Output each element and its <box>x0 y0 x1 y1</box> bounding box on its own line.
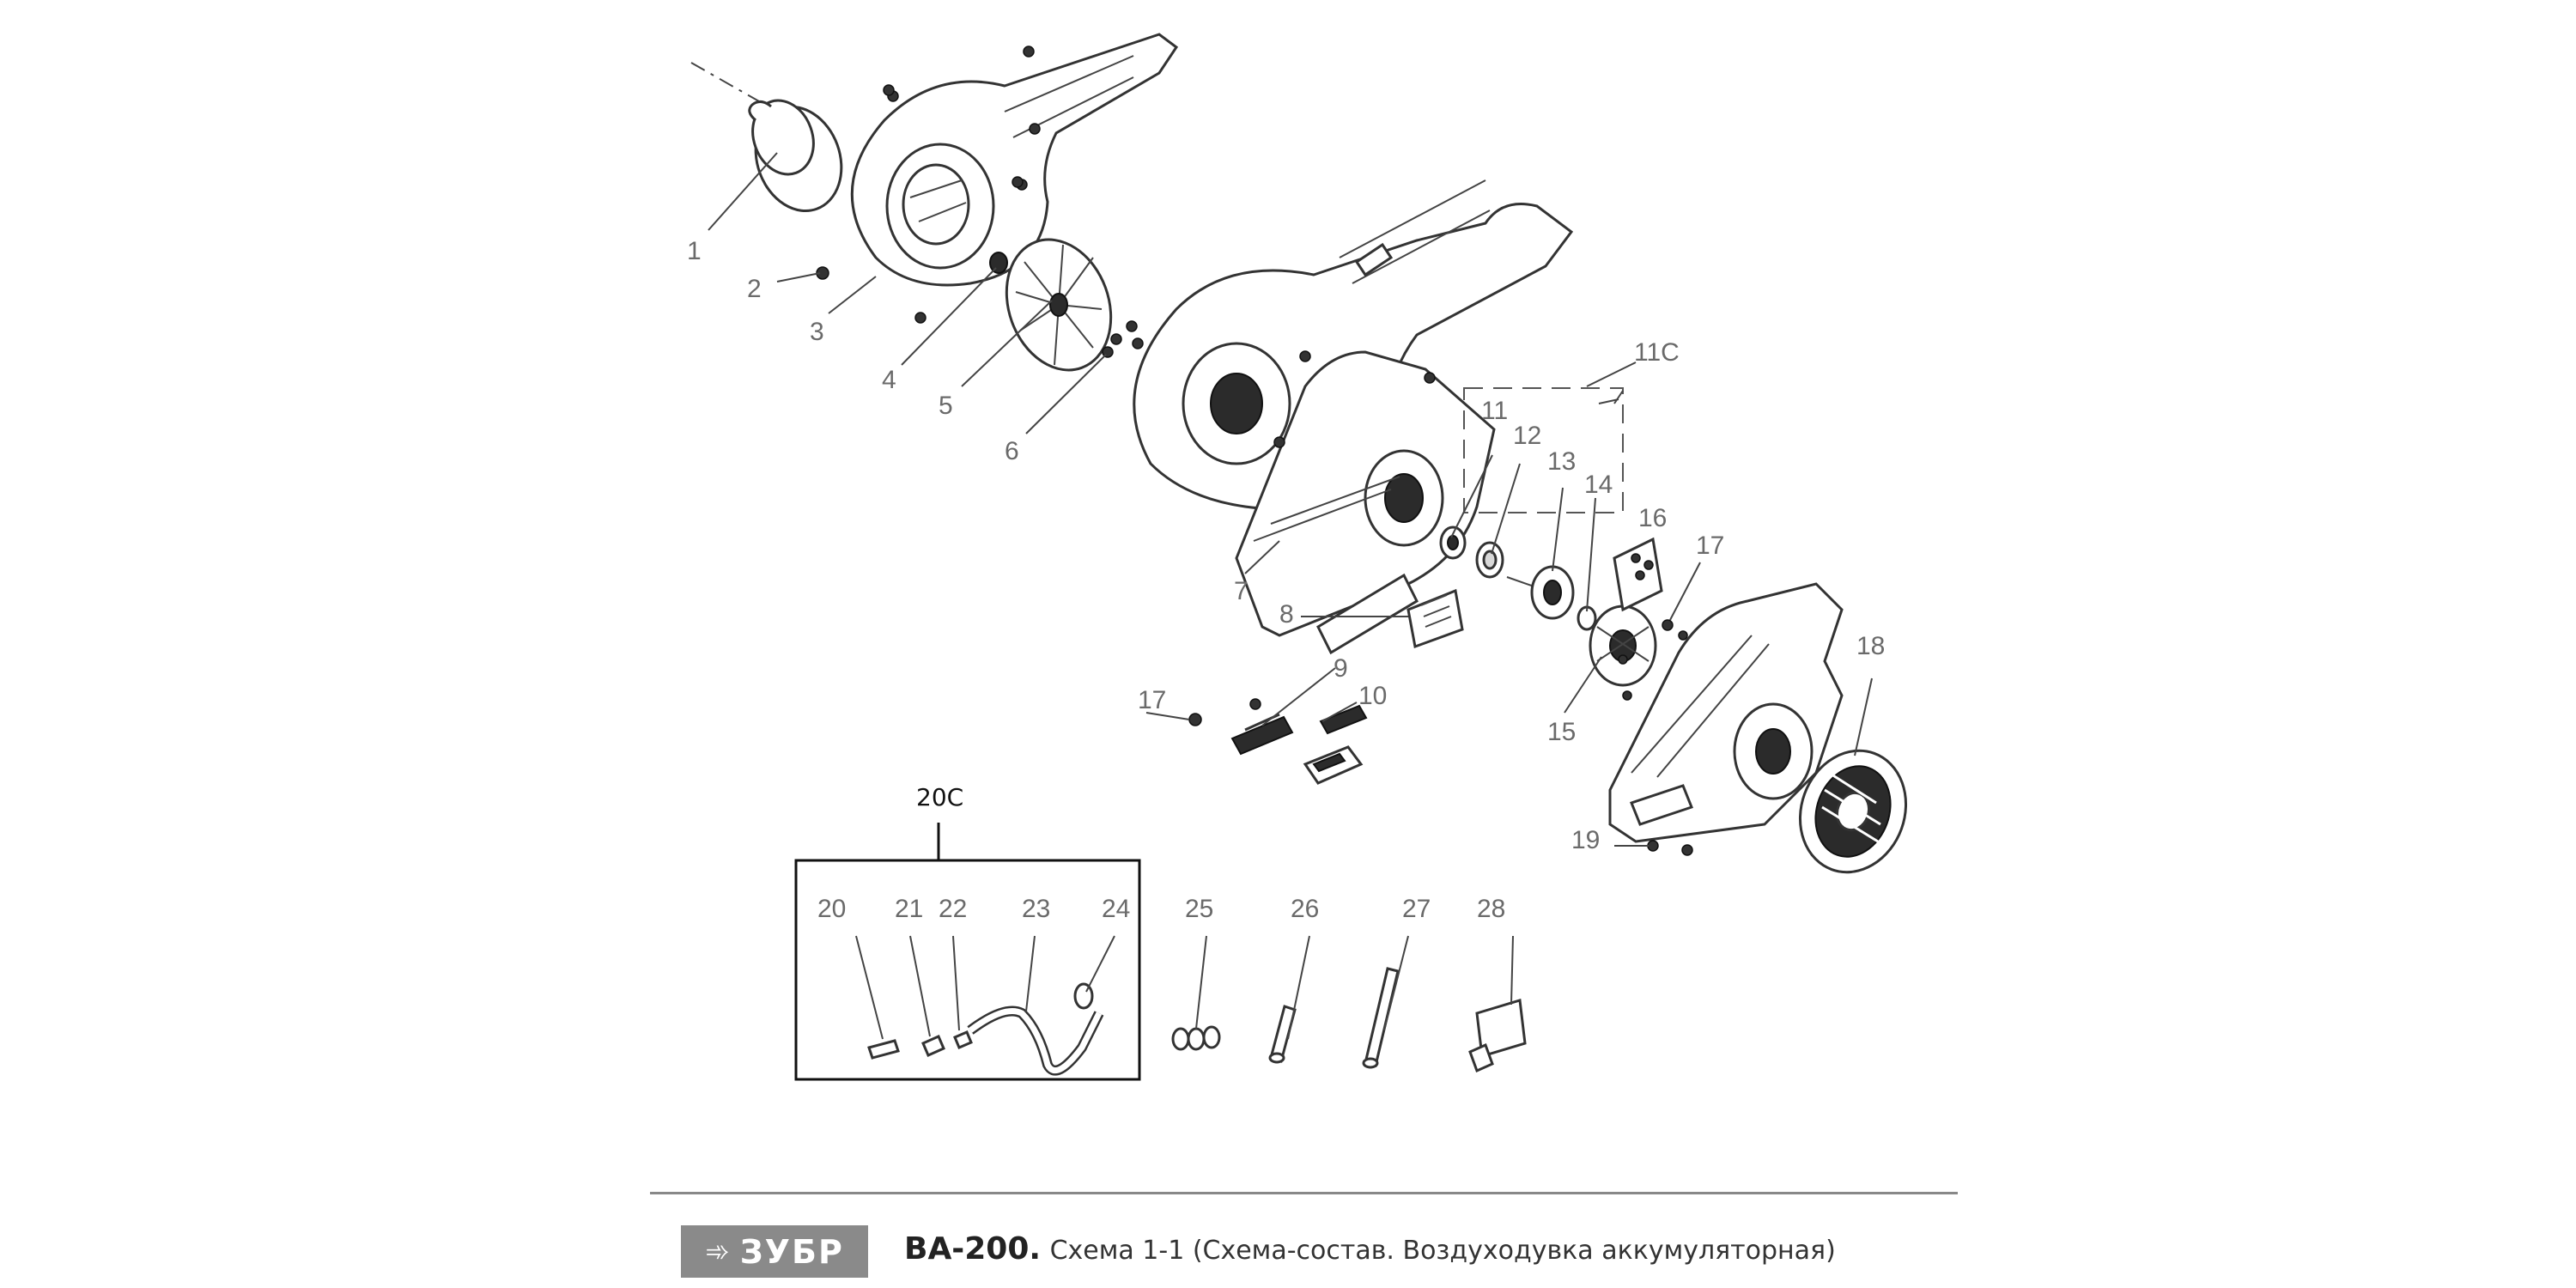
part-17-screw-left <box>1188 713 1202 726</box>
diagram-description: Схема 1-1 (Схема-состав. Воздуходувка ак… <box>1049 1236 1836 1266</box>
part-7-motor-frame <box>1235 350 1496 637</box>
callout-20c: 20C <box>916 783 963 811</box>
callout-19: 19 <box>1571 826 1600 854</box>
callout-25: 25 <box>1185 895 1213 923</box>
callout-13: 13 <box>1547 447 1576 476</box>
part-18-end-cap <box>1798 749 1908 874</box>
group-11c-dashed-box <box>1463 387 1624 513</box>
part-11-bearing <box>1439 526 1467 560</box>
part-19-screws <box>1647 840 1693 856</box>
part-21-connector <box>921 1035 945 1057</box>
callout-26: 26 <box>1291 895 1319 923</box>
callout-11c: 11C <box>1634 338 1680 367</box>
callout-11: 11 <box>1481 397 1508 425</box>
callout-12: 12 <box>1513 422 1541 450</box>
part-17-screw-right <box>1662 619 1688 641</box>
callout-14: 14 <box>1584 471 1613 499</box>
leader-lines <box>708 152 1873 1040</box>
part-26-tube <box>1268 1005 1297 1064</box>
part-23-hose <box>967 1005 1104 1076</box>
part-4-bushing <box>989 252 1008 274</box>
part-8-label-plates <box>1316 573 1464 655</box>
callout-2: 2 <box>747 275 762 303</box>
callout-23: 23 <box>1022 895 1050 923</box>
callout-5: 5 <box>939 392 953 420</box>
part-20-clip <box>867 1039 900 1060</box>
part-9-switch <box>1230 698 1294 756</box>
part-10-switch-cover <box>1303 704 1368 785</box>
model-number: BA-200. <box>904 1231 1042 1267</box>
callout-4: 4 <box>882 366 896 394</box>
callout-17-right: 17 <box>1696 532 1724 560</box>
callout-6: 6 <box>1005 437 1019 465</box>
callout-22: 22 <box>939 895 967 923</box>
part-13-motor <box>1506 565 1575 620</box>
screws-top-group <box>816 46 1035 280</box>
part-25-plugs <box>1171 1025 1221 1051</box>
callout-27: 27 <box>1402 895 1431 923</box>
callout-28: 28 <box>1477 895 1505 923</box>
callout-10: 10 <box>1358 682 1387 710</box>
part-22-connector <box>953 1030 973 1049</box>
part-5-impeller <box>1005 238 1113 372</box>
callout-17-left: 17 <box>1138 686 1166 714</box>
part-27-tube <box>1362 967 1400 1069</box>
callout-7: 7 <box>1234 577 1249 605</box>
part-1-nozzle-ring <box>690 62 843 213</box>
callout-20: 20 <box>817 895 846 923</box>
part-12-ring <box>1475 541 1504 579</box>
part-16-contact-plate <box>1613 537 1663 612</box>
part-3-housing-left <box>850 33 1179 324</box>
kit-20c-box <box>794 823 1141 1081</box>
brand-logo: ➾ ЗУБР <box>681 1225 868 1278</box>
arrow-logo-icon: ➾ <box>705 1234 732 1269</box>
brand-logo-text: ЗУБР <box>739 1232 844 1271</box>
callout-21: 21 <box>895 895 923 923</box>
callout-16: 16 <box>1638 504 1667 532</box>
callout-18: 18 <box>1856 632 1885 660</box>
callout-3: 3 <box>810 318 824 346</box>
callout-15: 15 <box>1547 718 1576 746</box>
callout-1: 1 <box>687 237 702 265</box>
callout-labels: 1 2 3 4 5 6 7 8 9 10 11C 11 12 13 14 15 … <box>687 237 1885 923</box>
part-28-nozzle <box>1468 999 1527 1073</box>
rear-housing <box>1608 582 1844 843</box>
callout-8: 8 <box>1279 600 1294 629</box>
part-24-hose-end <box>1073 982 1094 1010</box>
callout-9: 9 <box>1334 654 1348 683</box>
footer-divider <box>650 1192 1958 1194</box>
callout-24: 24 <box>1102 895 1130 923</box>
part-15-bearing-holder <box>1589 605 1657 687</box>
diagram-caption: BA-200. Схема 1-1 (Схема-состав. Воздухо… <box>904 1231 1836 1267</box>
